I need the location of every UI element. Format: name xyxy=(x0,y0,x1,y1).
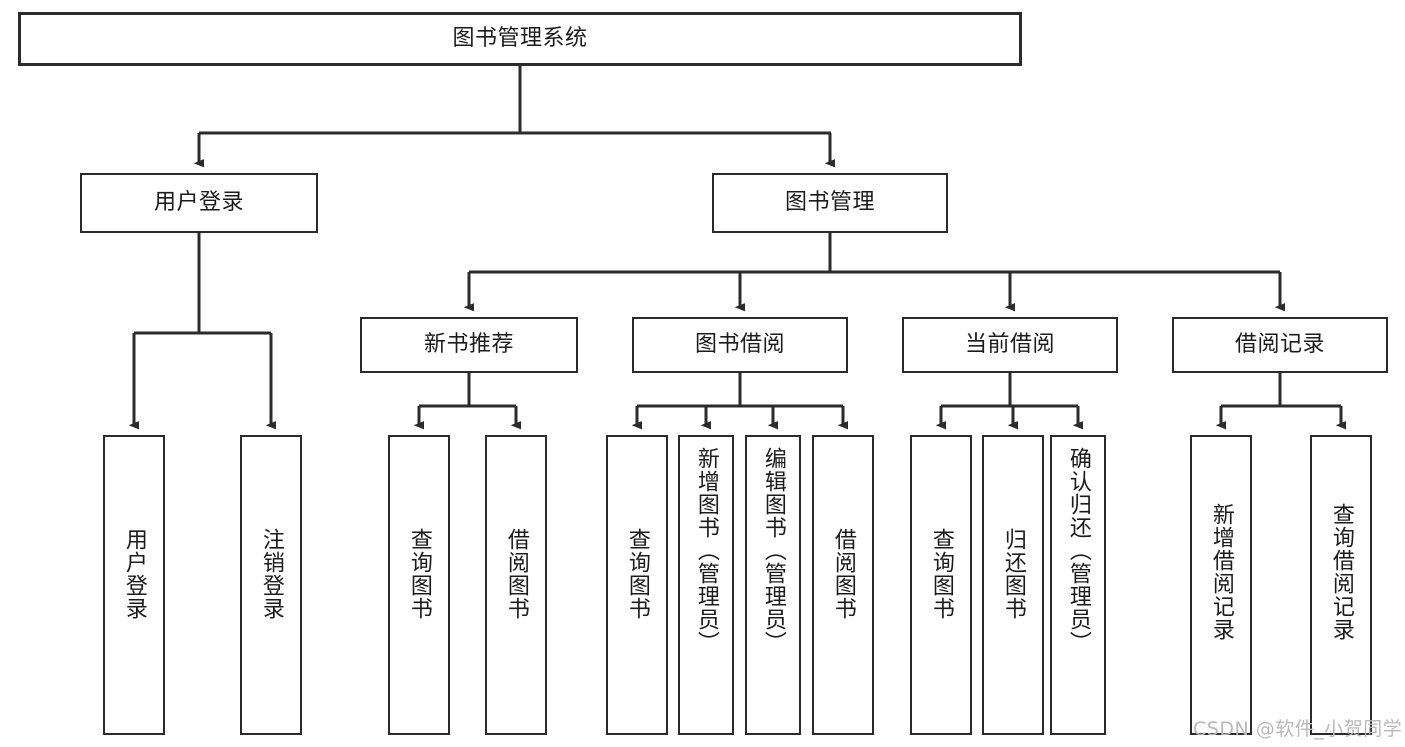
leaf-query-book-borrow[interactable]: 查询图书 xyxy=(606,435,668,735)
leaf-edit-book-admin[interactable]: 编辑图书（管理员） xyxy=(745,435,801,735)
node-label: 归还图书 xyxy=(1000,528,1026,620)
node-label: 图书管理 xyxy=(784,189,875,215)
node-current-borrow[interactable]: 当前借阅 xyxy=(902,317,1118,373)
leaf-query-borrow-record[interactable]: 查询借阅记录 xyxy=(1310,435,1372,735)
node-label: 用户登录 xyxy=(121,528,147,620)
leaf-return-book[interactable]: 归还图书 xyxy=(982,435,1044,735)
node-label: 确认归还（管理员） xyxy=(1065,447,1091,654)
leaf-query-book-recommend[interactable]: 查询图书 xyxy=(388,435,450,735)
node-label: 新增借阅记录 xyxy=(1208,503,1234,641)
node-label: 借阅记录 xyxy=(1234,331,1325,357)
leaf-add-borrow-record[interactable]: 新增借阅记录 xyxy=(1190,435,1252,735)
leaf-borrow-book-borrow[interactable]: 借阅图书 xyxy=(812,435,874,735)
leaf-add-book-admin[interactable]: 新增图书（管理员） xyxy=(678,435,734,735)
node-root[interactable]: 图书管理系统 xyxy=(18,12,1022,66)
node-borrow-record[interactable]: 借阅记录 xyxy=(1172,317,1388,373)
leaf-query-book-current[interactable]: 查询图书 xyxy=(910,435,972,735)
node-label: 查询图书 xyxy=(624,528,650,620)
node-book-manage[interactable]: 图书管理 xyxy=(712,173,948,233)
node-book-borrow[interactable]: 图书借阅 xyxy=(632,317,848,373)
leaf-confirm-return-admin[interactable]: 确认归还（管理员） xyxy=(1050,435,1106,735)
node-label: 查询图书 xyxy=(928,528,954,620)
node-label: 图书借阅 xyxy=(694,331,785,357)
node-label: 新书推荐 xyxy=(423,331,514,357)
leaf-user-login[interactable]: 用户登录 xyxy=(103,435,165,735)
leaf-borrow-book-recommend[interactable]: 借阅图书 xyxy=(485,435,547,735)
watermark-text: CSDN @软件_小贺同学 xyxy=(1193,718,1403,740)
node-label: 图书管理系统 xyxy=(452,25,588,51)
node-user-login[interactable]: 用户登录 xyxy=(80,173,318,233)
node-label: 编辑图书（管理员） xyxy=(760,447,786,654)
node-label: 当前借阅 xyxy=(964,331,1055,357)
node-label: 用户登录 xyxy=(153,189,244,215)
node-label: 查询图书 xyxy=(406,528,432,620)
node-new-book-recommend[interactable]: 新书推荐 xyxy=(360,317,578,373)
node-label: 新增图书（管理员） xyxy=(693,447,719,654)
leaf-user-logout[interactable]: 注销登录 xyxy=(240,435,302,735)
node-label: 查询借阅记录 xyxy=(1328,503,1354,641)
node-label: 借阅图书 xyxy=(503,528,529,620)
node-label: 注销登录 xyxy=(258,528,284,620)
node-label: 借阅图书 xyxy=(830,528,856,620)
